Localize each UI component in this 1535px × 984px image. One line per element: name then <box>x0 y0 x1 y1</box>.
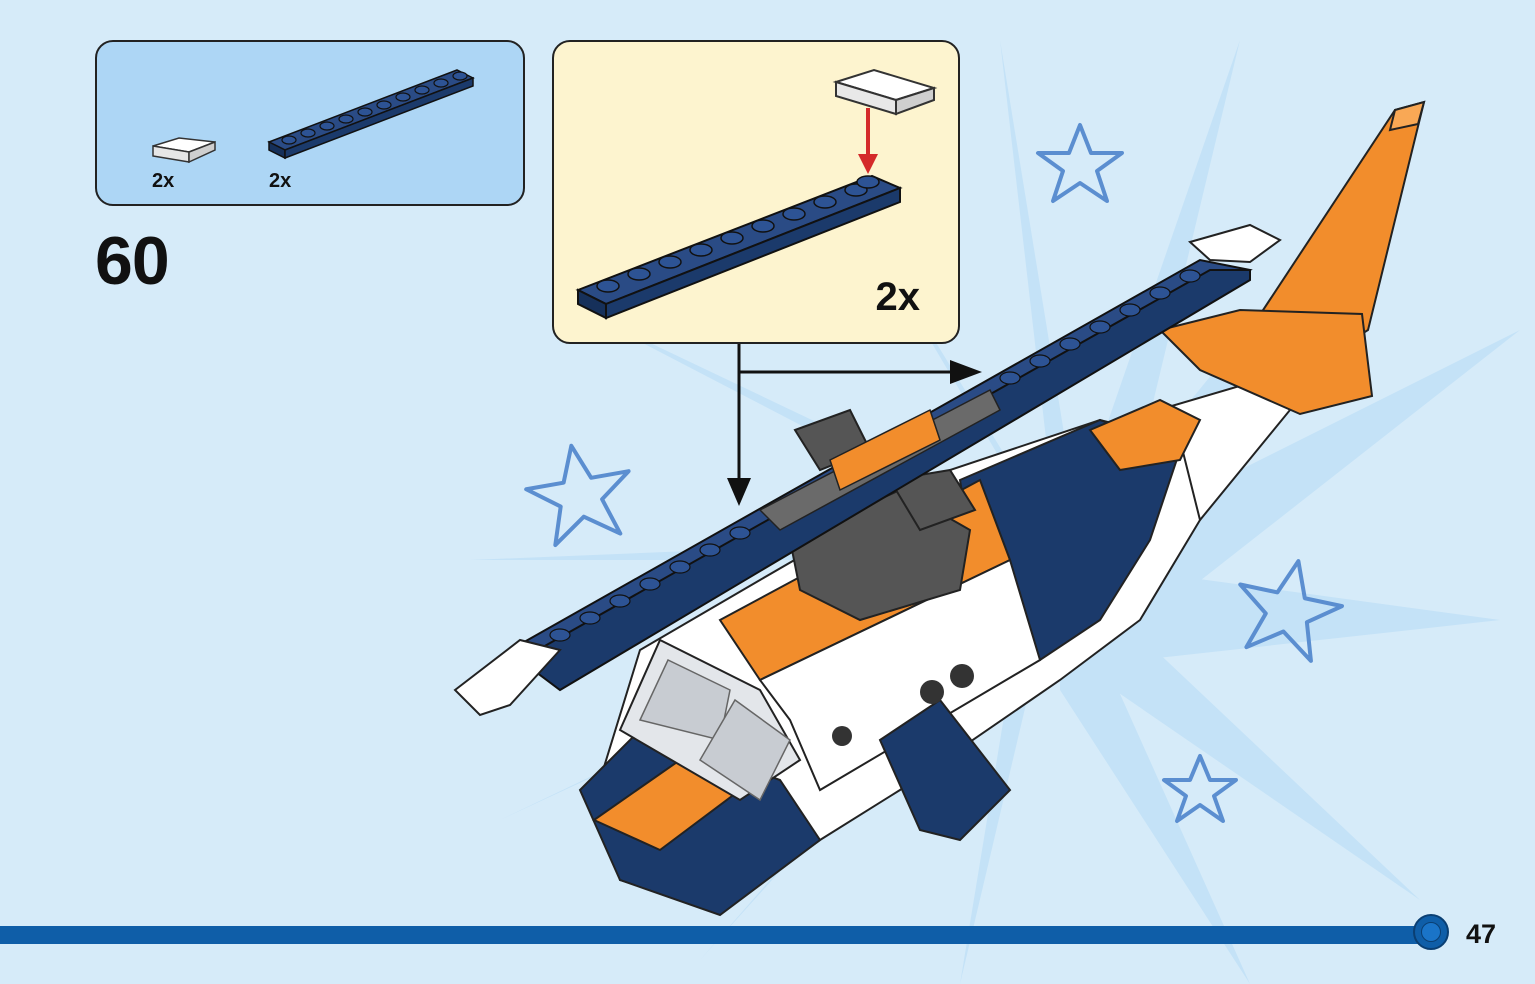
star-icon <box>1238 559 1344 663</box>
star-icon <box>524 443 631 548</box>
part-quantity: 2x <box>152 170 175 192</box>
footer-bar <box>0 926 1420 944</box>
dark-blue-plate-1x10-icon <box>267 69 475 160</box>
star-icon <box>1036 123 1124 203</box>
subassembly-illustration <box>575 68 938 320</box>
page-circle-icon <box>1413 914 1449 950</box>
subassembly-panel: 2x <box>552 40 960 344</box>
part-quantity: 2x <box>269 170 292 192</box>
white-curved-slope-icon <box>152 137 216 164</box>
page-number: 47 <box>1466 919 1497 949</box>
subassembly-multiplier: 2x <box>875 275 921 319</box>
step-number: 60 <box>95 223 170 299</box>
parts-list-panel: 2x 2x <box>95 40 525 206</box>
star-icon <box>1162 754 1238 823</box>
